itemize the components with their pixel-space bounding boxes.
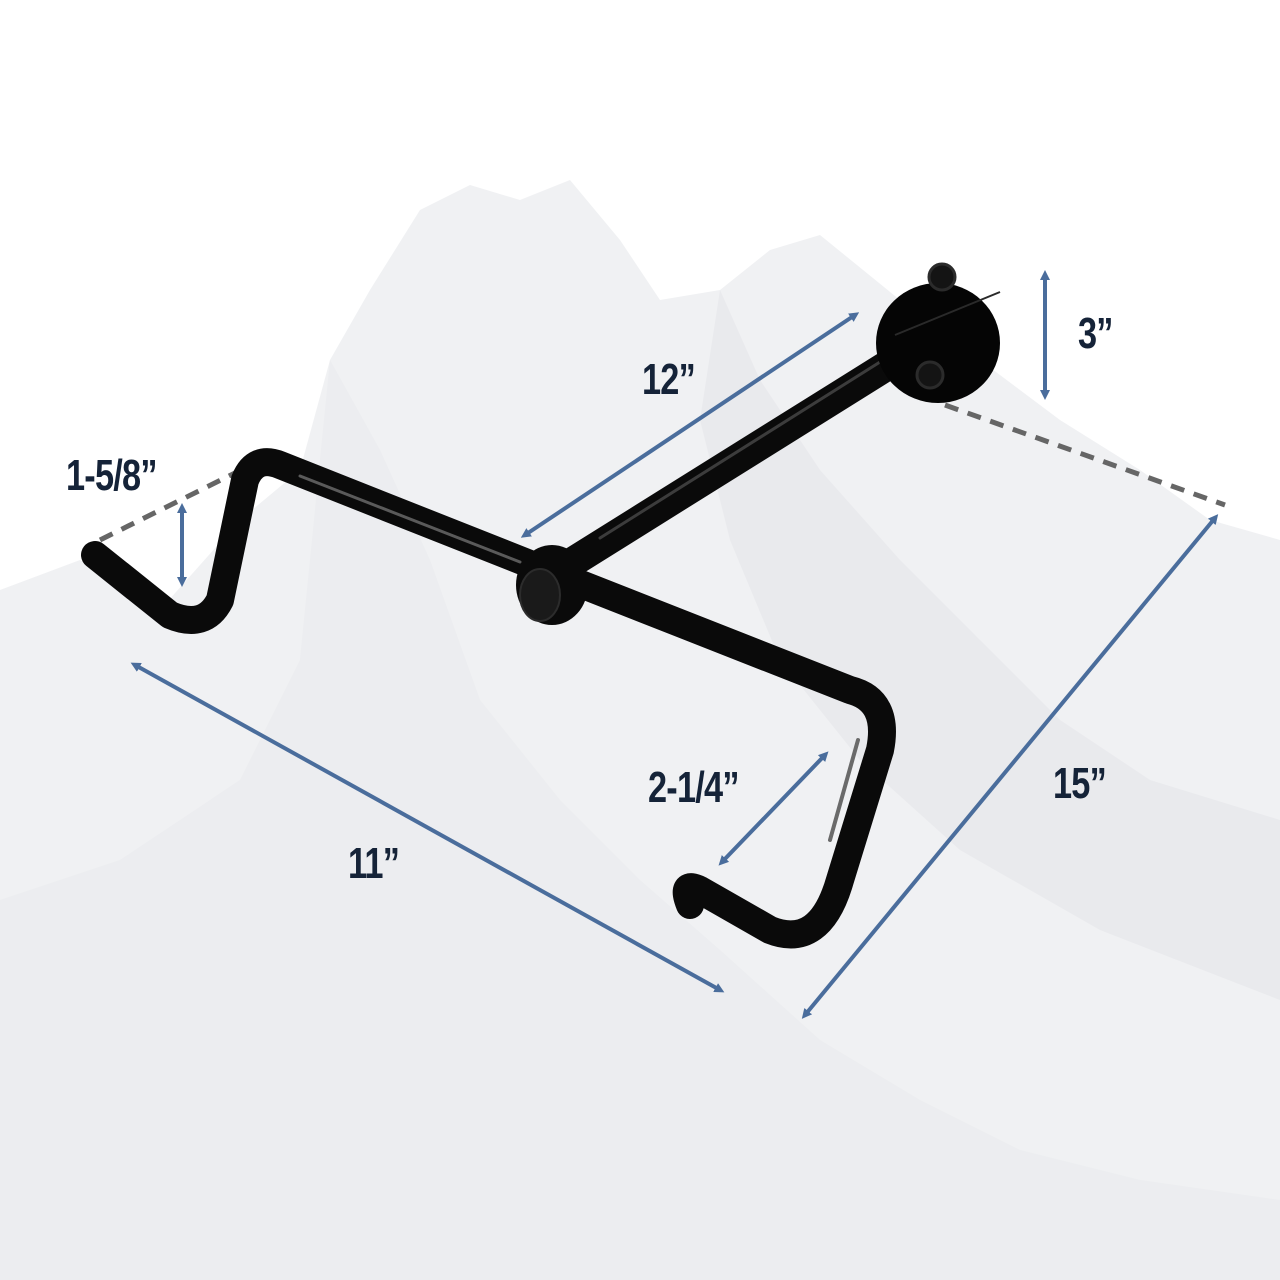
wall-mount-plate [876, 262, 1001, 403]
label-12in: 12” [642, 355, 696, 404]
plate-reference-line [944, 402, 1226, 508]
label-3in: 3” [1078, 309, 1113, 358]
center-collar [516, 545, 588, 625]
label-2-1-4in: 2-1/4” [648, 763, 739, 812]
label-11in: 11” [348, 839, 400, 888]
label-15in: 15” [1053, 759, 1107, 808]
label-1-5-8in: 1-5/8” [66, 451, 157, 500]
dimension-arrows [130, 270, 1219, 1019]
left-hook-reference-line [98, 465, 247, 543]
bar-highlight [298, 474, 522, 564]
reference-dashed-lines [98, 402, 1226, 543]
top-bolt-icon [927, 262, 957, 292]
arrow-11in [130, 662, 725, 993]
arrow-15in [801, 514, 1219, 1019]
bottom-bolt-icon [915, 360, 945, 390]
arrow-12in [520, 312, 860, 538]
